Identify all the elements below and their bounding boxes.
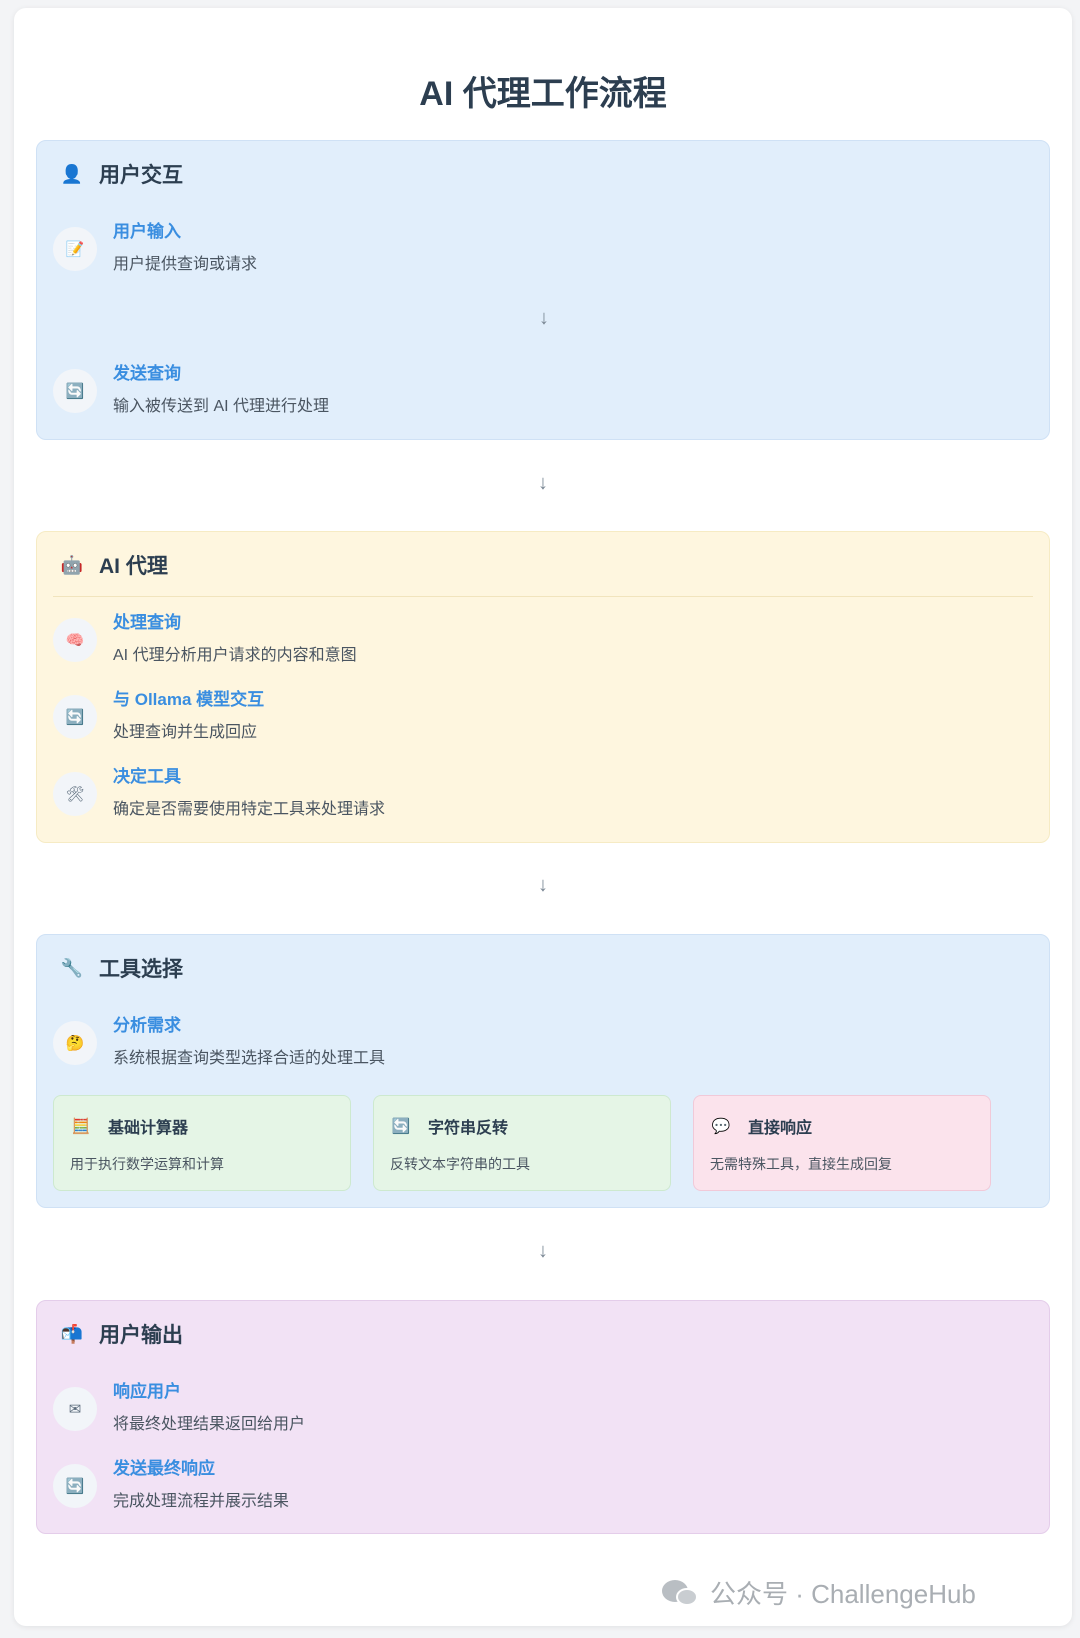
step-description: 输入被传送到 AI 代理进行处理 — [113, 398, 330, 415]
step-send-query: 🔄 发送查询 输入被传送到 AI 代理进行处理 — [53, 363, 329, 418]
speech-bubble-icon: 💬 — [711, 1118, 731, 1135]
brain-icon: 🧠 — [53, 617, 97, 662]
section-header: 👤 用户交互 — [59, 159, 183, 189]
refresh-icon: 🔄 — [53, 368, 97, 413]
section-label: 用户输出 — [99, 1324, 183, 1347]
step-title: 响应用户 — [113, 1382, 181, 1401]
workflow-card: AI 代理工作流程 👤 用户交互 📝 用户输入 用户提供查询或请求 ↓ 🔄 发送… — [14, 8, 1072, 1626]
step-user-input: 📝 用户输入 用户提供查询或请求 — [53, 221, 257, 276]
step-title: 发送最终响应 — [113, 1459, 215, 1478]
step-description: 系统根据查询类型选择合适的处理工具 — [113, 1050, 386, 1067]
step-title: 决定工具 — [113, 767, 181, 786]
memo-icon: 📝 — [53, 226, 97, 271]
flow-arrow: ↓ — [539, 307, 549, 329]
section-user-interaction: 👤 用户交互 📝 用户输入 用户提供查询或请求 ↓ 🔄 发送查询 输入被传送到 … — [36, 140, 1050, 440]
tool-title: 直接响应 — [748, 1120, 813, 1137]
tool-description: 无需特殊工具，直接生成回复 — [710, 1156, 892, 1172]
step-respond-user: ✉ 响应用户 将最终处理结果返回给用户 — [53, 1381, 305, 1436]
step-description: 用户提供查询或请求 — [113, 256, 258, 273]
tool-title: 基础计算器 — [108, 1120, 189, 1137]
thinking-icon: 🤔 — [53, 1020, 97, 1065]
step-process-query: 🧠 处理查询 AI 代理分析用户请求的内容和意图 — [53, 612, 357, 667]
tool-card-direct-response: 💬 直接响应 无需特殊工具，直接生成回复 — [693, 1095, 991, 1191]
robot-icon: 🤖 — [60, 554, 84, 575]
step-title: 用户输入 — [113, 222, 181, 241]
section-divider — [53, 596, 1033, 597]
step-description: 处理查询并生成回应 — [113, 724, 258, 741]
tool-card-calculator: 🧮 基础计算器 用于执行数学运算和计算 — [53, 1095, 351, 1191]
mailbox-icon: 📬 — [60, 1323, 84, 1344]
section-label: 工具选择 — [99, 958, 183, 981]
step-description: AI 代理分析用户请求的内容和意图 — [113, 647, 357, 664]
wechat-icon — [662, 1578, 700, 1608]
watermark-text: 公众号 · ChallengeHub — [710, 1579, 976, 1609]
refresh-icon: 🔄 — [53, 694, 97, 739]
wrench-icon: 🔧 — [60, 957, 84, 978]
page-title: AI 代理工作流程 — [419, 75, 667, 113]
section-user-output: 📬 用户输出 ✉ 响应用户 将最终处理结果返回给用户 🔄 发送最终响应 完成处理… — [36, 1300, 1050, 1534]
step-description: 将最终处理结果返回给用户 — [113, 1416, 306, 1433]
section-header: 🔧 工具选择 — [59, 953, 183, 983]
section-label: 用户交互 — [99, 164, 183, 187]
refresh-icon: 🔄 — [391, 1118, 411, 1135]
step-decide-tool: 🛠 决定工具 确定是否需要使用特定工具来处理请求 — [53, 766, 385, 821]
step-analyze-needs: 🤔 分析需求 系统根据查询类型选择合适的处理工具 — [53, 1015, 385, 1070]
envelope-icon: ✉ — [53, 1386, 97, 1431]
section-label: AI 代理 — [99, 555, 168, 578]
tool-description: 用于执行数学运算和计算 — [70, 1156, 224, 1172]
step-title: 处理查询 — [113, 613, 181, 632]
step-title: 分析需求 — [113, 1016, 181, 1035]
flow-arrow: ↓ — [538, 472, 548, 494]
tool-description: 反转文本字符串的工具 — [390, 1156, 530, 1172]
flow-arrow: ↓ — [538, 874, 548, 896]
section-header: 📬 用户输出 — [59, 1319, 183, 1349]
section-ai-agent: 🤖 AI 代理 🧠 处理查询 AI 代理分析用户请求的内容和意图 🔄 与 Oll… — [36, 531, 1050, 843]
user-icon: 👤 — [60, 163, 84, 184]
flow-arrow: ↓ — [538, 1240, 548, 1262]
step-ollama-interaction: 🔄 与 Ollama 模型交互 处理查询并生成回应 — [53, 689, 264, 744]
tool-card-string-reverse: 🔄 字符串反转 反转文本字符串的工具 — [373, 1095, 671, 1191]
tool-title: 字符串反转 — [428, 1120, 509, 1137]
refresh-icon: 🔄 — [53, 1463, 97, 1508]
tools-icon: 🛠 — [53, 771, 97, 816]
step-description: 确定是否需要使用特定工具来处理请求 — [113, 801, 386, 818]
section-header: 🤖 AI 代理 — [59, 550, 168, 580]
step-title: 发送查询 — [113, 364, 181, 383]
step-send-final-response: 🔄 发送最终响应 完成处理流程并展示结果 — [53, 1458, 289, 1513]
watermark: 公众号 · ChallengeHub — [662, 1574, 976, 1611]
step-title: 与 Ollama 模型交互 — [113, 690, 265, 709]
section-tool-selection: 🔧 工具选择 🤔 分析需求 系统根据查询类型选择合适的处理工具 🧮 基础计算器 … — [36, 934, 1050, 1208]
abacus-icon: 🧮 — [71, 1118, 91, 1135]
step-description: 完成处理流程并展示结果 — [113, 1493, 290, 1510]
